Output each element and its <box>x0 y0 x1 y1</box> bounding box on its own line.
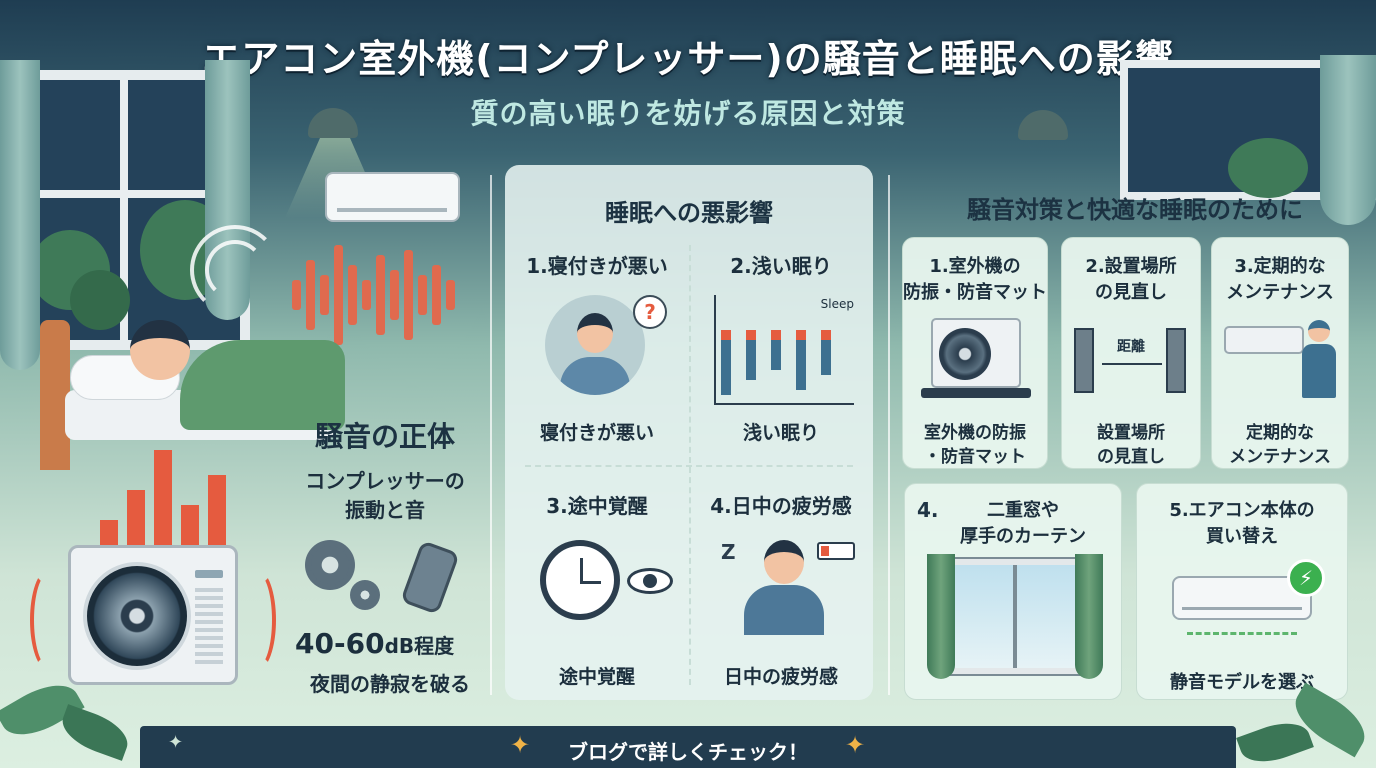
distance-left-icon <box>1074 328 1094 393</box>
question-bubble-icon: ? <box>633 295 667 329</box>
effect-item-4: 4.日中の疲労感 Z 日中の疲労感 <box>689 480 873 695</box>
effect-caption-3: 途中覚醒 <box>558 666 635 688</box>
countermeasure-2-caption1: 設置場所 <box>1097 423 1165 443</box>
vibrating-compressor-icon <box>400 540 460 615</box>
countermeasure-card-5: 5.エアコン本体の 買い替え ⚡ 静音モデルを選ぶ <box>1136 483 1348 700</box>
countermeasure-4-heading2: 厚手のカーテン <box>960 526 1086 547</box>
double-window-icon <box>933 557 1097 676</box>
divider-right <box>888 175 890 695</box>
indoor-ac-icon <box>325 172 460 222</box>
countermeasure-card-2: 2.設置場所 の見直し 距離 設置場所 の見直し <box>1061 237 1201 469</box>
curtain-far-right <box>1320 55 1376 225</box>
leaf-decoration-right2 <box>1236 714 1314 768</box>
zz-icon: Z <box>721 540 736 564</box>
countermeasure-1-caption2: ・防音マット <box>924 447 1026 467</box>
noise-source-line1: コンプレッサーの <box>305 469 465 493</box>
countermeasure-3-caption1: 定期的な <box>1246 423 1314 443</box>
page-title: エアコン室外機(コンプレッサー)の騒音と睡眠への影響 <box>202 37 1174 81</box>
noise-level-unit: dB程度 <box>384 634 455 658</box>
noise-level-caption: 夜間の静寂を破る <box>310 672 470 696</box>
noise-arcs-icon <box>190 225 280 315</box>
countermeasure-5-heading2: 買い替え <box>1206 526 1278 547</box>
curtain-left <box>0 60 40 370</box>
effect-caption-2: 浅い眠り <box>742 422 819 444</box>
sparkle-icon-left-small: ✦ <box>168 732 184 753</box>
outdoor-unit-icon <box>68 545 238 685</box>
countermeasure-4-number: 4. <box>917 498 939 522</box>
noise-source-line2: 振動と音 <box>345 498 425 522</box>
sleep-graph-icon: Sleep <box>714 295 854 405</box>
noise-source-title: 騒音の正体 <box>314 420 455 453</box>
effect-heading-2: 2.浅い眠り <box>730 254 832 278</box>
sound-wave-icon <box>292 235 472 355</box>
vibration-arcs-right <box>240 570 276 670</box>
low-battery-icon <box>817 542 855 560</box>
countermeasure-3-heading1: 3.定期的な <box>1234 256 1326 277</box>
effect-item-1: 1.寝付きが悪い ? 寝付きが悪い <box>505 240 689 455</box>
header: エアコン室外機(コンプレッサー)の騒音と睡眠への影響 質の高い眠りを妨げる原因と… <box>0 0 1376 150</box>
effect-heading-1: 1.寝付きが悪い <box>526 254 668 278</box>
countermeasure-card-1: 1.室外機の 防振・防音マット 室外機の防振 ・防音マット <box>902 237 1048 469</box>
distance-arrow-icon <box>1102 363 1162 365</box>
countermeasure-2-caption2: の見直し <box>1097 447 1165 467</box>
alarm-clock-icon <box>540 540 620 620</box>
sleeping-person-icon <box>130 320 190 380</box>
divider-left <box>490 175 492 695</box>
bedroom-scene: 騒音の正体 コンプレッサーの 振動と音 40-60dB程度 夜間の静寂を破る <box>0 60 500 725</box>
effect-caption-1: 寝付きが悪い <box>539 422 654 444</box>
vibration-arcs-left <box>30 570 66 670</box>
distance-right-icon <box>1166 328 1186 393</box>
quiet-airflow-icon <box>1187 632 1297 644</box>
mat-outdoor-unit-icon <box>931 318 1021 388</box>
countermeasures-title: 騒音対策と快適な睡眠のために <box>967 196 1303 224</box>
sparkle-icon-right: ✦ <box>845 731 866 759</box>
countermeasure-card-3: 3.定期的な メンテナンス 定期的な メンテナンス <box>1211 237 1349 469</box>
countermeasure-3-heading2: メンテナンス <box>1226 282 1334 303</box>
tired-person-icon <box>734 535 834 635</box>
countermeasure-5-caption: 静音モデルを選ぶ <box>1170 672 1314 693</box>
thick-curtain-right-icon <box>1075 554 1103 679</box>
noise-level-value: 40-60dB程度 <box>295 627 495 660</box>
countermeasure-1-heading1: 1.室外機の <box>929 256 1021 277</box>
effect-heading-3: 3.途中覚醒 <box>546 494 648 518</box>
countermeasure-card-4: 4. 二重窓や 厚手のカーテン <box>904 483 1122 700</box>
sleep-graph-label: Sleep <box>820 297 854 311</box>
person-icon <box>545 295 645 395</box>
noise-level-number: 40-60 <box>295 627 385 660</box>
gear-icon <box>305 540 355 590</box>
energy-bolt-icon: ⚡ <box>1287 559 1325 597</box>
eye-icon <box>627 568 673 594</box>
countermeasure-1-heading2: 防振・防音マット <box>903 282 1047 303</box>
distance-label: 距離 <box>1117 339 1145 355</box>
thick-curtain-left-icon <box>927 554 955 679</box>
sleep-effects-title: 睡眠への悪影響 <box>605 199 773 227</box>
effect-heading-4: 4.日中の疲労感 <box>710 494 852 518</box>
page-subtitle: 質の高い眠りを妨げる原因と対策 <box>470 97 906 130</box>
blog-cta-link[interactable]: ブログで詳しくチェック！ <box>568 740 808 764</box>
countermeasure-3-caption2: メンテナンス <box>1229 447 1331 467</box>
technician-icon <box>1300 320 1338 400</box>
countermeasure-5-heading1: 5.エアコン本体の <box>1169 500 1315 521</box>
footer-banner[interactable]: ✦ ✦ ブログで詳しくチェック！ ✦ <box>140 726 1236 768</box>
countermeasure-4-heading1: 二重窓や <box>987 500 1059 521</box>
small-gear-icon <box>350 580 380 610</box>
effect-item-2: 2.浅い眠り Sleep 浅い眠り <box>689 240 873 455</box>
sparkle-icon-left: ✦ <box>510 731 531 759</box>
sleep-effects-panel: 睡眠への悪影響 1.寝付きが悪い ? 寝付きが悪い 2.浅い眠り Sleep 浅… <box>505 165 873 700</box>
noise-level-bars <box>100 450 230 560</box>
effect-item-3: 3.途中覚醒 途中覚醒 <box>505 480 689 695</box>
countermeasure-1-caption1: 室外機の防振 <box>924 423 1026 443</box>
ceiling-lamp-icon <box>308 108 358 138</box>
countermeasure-2-heading1: 2.設置場所 <box>1085 256 1177 277</box>
indoor-ac-maintenance-icon <box>1224 326 1304 354</box>
countermeasure-2-heading2: の見直し <box>1095 282 1167 303</box>
effect-caption-4: 日中の疲労感 <box>723 666 838 688</box>
bed <box>40 300 345 470</box>
